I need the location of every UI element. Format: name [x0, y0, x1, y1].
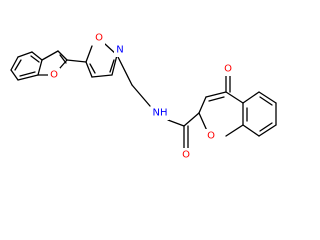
bond [85, 45, 93, 63]
bond [10, 69, 19, 81]
bond [91, 74, 113, 78]
bond [85, 61, 93, 78]
bond [258, 124, 277, 137]
bond [259, 122, 273, 132]
bond [10, 56, 19, 71]
bond [31, 51, 43, 61]
bond [41, 50, 59, 61]
atom-label: O [224, 64, 232, 75]
atom-label: O [95, 33, 103, 44]
atom-n-isoxazole: N [114, 43, 126, 57]
atom-background [222, 62, 234, 76]
bond [17, 74, 39, 81]
atom-labels: O O N NH O O O [48, 31, 234, 162]
bond [198, 96, 207, 114]
bond [116, 54, 133, 86]
bond [37, 59, 43, 76]
bond [259, 96, 273, 106]
bond [208, 96, 225, 102]
atom-label: NH [153, 108, 168, 119]
atom-background [93, 31, 105, 45]
bond [258, 91, 277, 104]
atom-o-ketone: O [222, 62, 234, 76]
atom-label: N [116, 45, 123, 56]
atom-o-isoxazole: O [93, 31, 105, 45]
bond [66, 59, 87, 63]
atom-o-amide: O [180, 148, 192, 162]
atom-nh-amide: NH [151, 106, 169, 120]
bond [131, 84, 151, 107]
bond [225, 91, 244, 104]
atom-o-benzofuran: O [48, 68, 60, 82]
atom-background [114, 43, 126, 57]
bond [242, 124, 260, 137]
bond [109, 59, 115, 73]
atom-background [205, 129, 217, 143]
atom-label: O [207, 131, 215, 142]
atom-label: O [182, 150, 190, 161]
bond [89, 63, 96, 74]
bond [30, 55, 40, 63]
molecule-drawing: O O N NH O O O [10, 31, 277, 162]
bond [167, 119, 185, 127]
bond [57, 50, 68, 61]
bond [242, 91, 260, 104]
bond-lines [10, 43, 277, 149]
atom-background [151, 106, 169, 120]
bond [225, 124, 244, 137]
atom-o-chromone: O [205, 129, 217, 143]
bond [183, 112, 200, 127]
atom-background [48, 68, 60, 82]
atom-label: O [50, 70, 58, 81]
bond [111, 54, 118, 76]
bond [14, 59, 22, 71]
bond [19, 71, 36, 77]
bond [59, 59, 68, 69]
bond [205, 91, 227, 98]
atom-background [180, 148, 192, 162]
bond [17, 51, 33, 58]
